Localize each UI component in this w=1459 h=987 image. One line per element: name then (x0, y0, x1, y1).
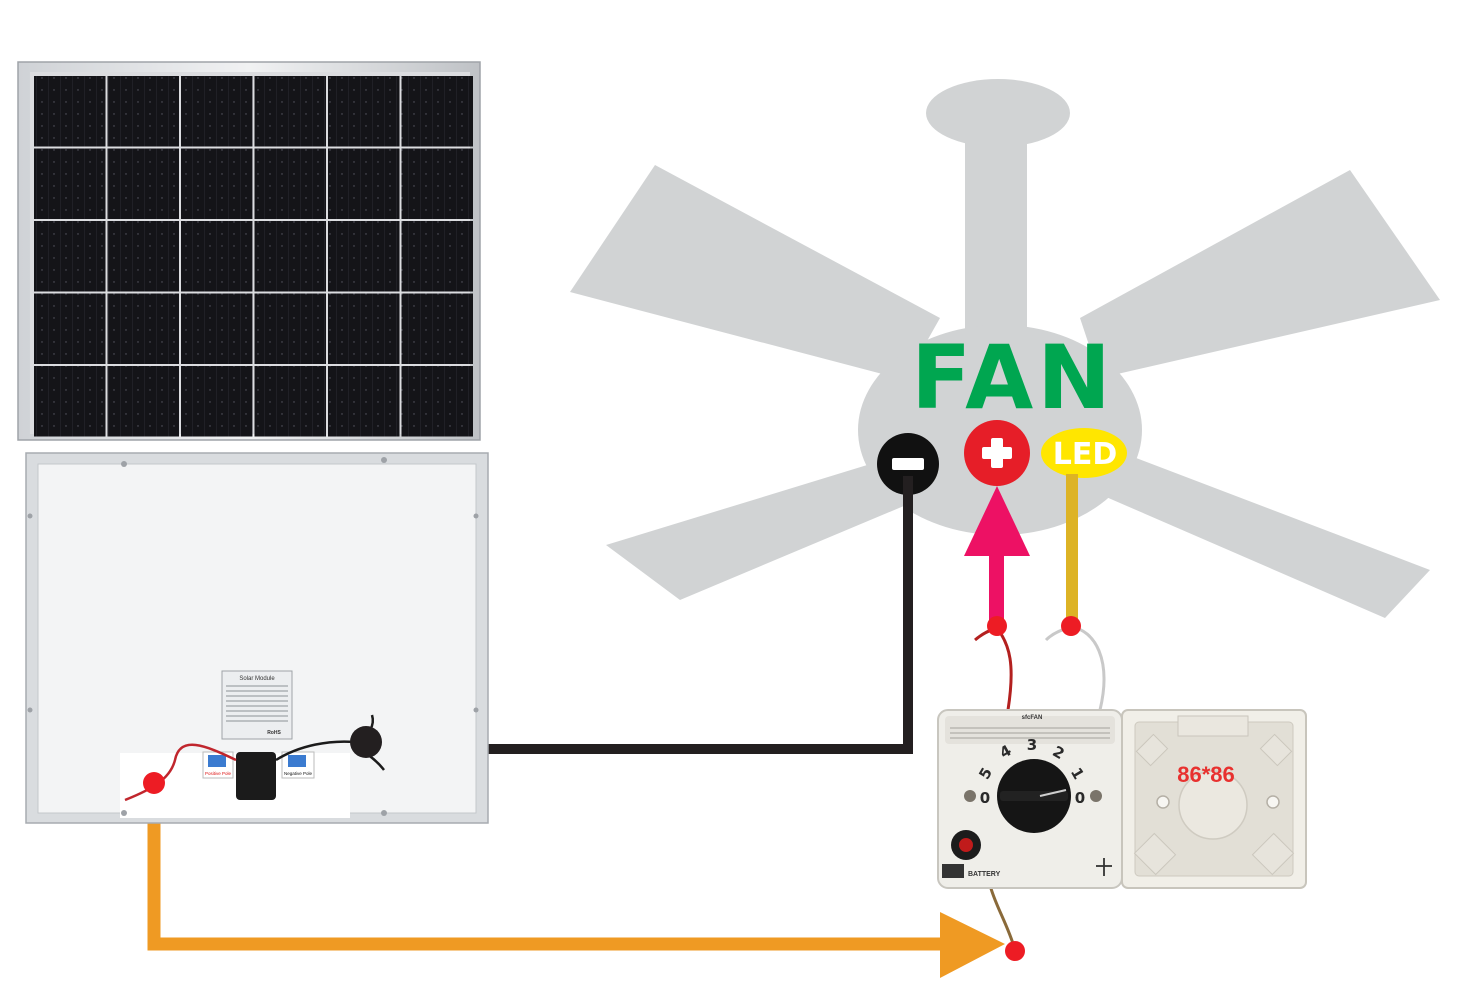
junction-box (236, 752, 276, 800)
fan-blade-top-right (1080, 170, 1440, 378)
controller-brand: sfcFAN (1022, 715, 1043, 721)
solar-cell (34, 148, 106, 219)
solar-cell (328, 366, 400, 437)
controller-input-junction (1005, 941, 1025, 961)
solar-cell (254, 76, 326, 147)
fan-canopy (926, 79, 1070, 147)
solar-cell (107, 293, 179, 364)
spec-label: Solar Module RoHS (221, 670, 293, 740)
battery-positive-wire (147, 785, 1005, 978)
solar-cell (328, 293, 400, 364)
solar-cell (328, 76, 400, 147)
solar-cell (107, 366, 179, 437)
positive-pole-text: Positive Pole (205, 771, 232, 776)
solar-cell (401, 366, 473, 437)
negative-pole-text: Negative Pole (284, 771, 313, 776)
battery-label: BATTERY (968, 871, 1001, 878)
solar-cell (401, 221, 473, 292)
solar-panel-back: Solar Module RoHS Positive Pole Negative… (25, 452, 489, 824)
negative-terminal (877, 433, 939, 495)
fan-icon (1096, 858, 1112, 876)
solar-cell (181, 76, 253, 147)
solar-cell (34, 76, 106, 147)
fan-label: FAN (911, 326, 1115, 429)
positive-wire-arrow (964, 486, 1030, 629)
power-switch[interactable] (951, 830, 981, 860)
fan-blade-bottom-left (606, 455, 930, 600)
speed-knob[interactable] (997, 759, 1071, 833)
plus-icon (982, 438, 1012, 468)
solar-cell (181, 366, 253, 437)
led-label: LED (1053, 437, 1118, 472)
led-wire (1066, 474, 1078, 628)
solar-cell (107, 221, 179, 292)
positive-pole-tag: Positive Pole (202, 751, 234, 779)
solar-cell (34, 366, 106, 437)
negative-wire (366, 476, 913, 754)
positive-wire-junction (987, 616, 1007, 636)
fan-blade-bottom-right (1090, 448, 1430, 618)
solar-cell (328, 221, 400, 292)
solar-cell (34, 221, 106, 292)
led-terminal: LED (1041, 428, 1127, 478)
solar-cell (107, 76, 179, 147)
solar-cell (254, 366, 326, 437)
solar-panel-front (17, 61, 481, 441)
minus-icon (892, 458, 924, 470)
solar-cell (254, 221, 326, 292)
speed-mark: 3 (1027, 736, 1037, 754)
wall-box-86: 86*86 (1121, 709, 1307, 889)
negative-pole-tag: Negative Pole (281, 751, 315, 779)
battery-icon (942, 864, 964, 878)
fan-blade-top-left (570, 165, 940, 380)
solar-cell (401, 293, 473, 364)
solar-cell (181, 293, 253, 364)
spec-label-title: Solar Module (239, 676, 275, 682)
solar-cell (401, 148, 473, 219)
solar-cell (254, 293, 326, 364)
speed-mark: 0 (980, 789, 990, 807)
led-wire-junction (1061, 616, 1081, 636)
mounting-holes (27, 457, 479, 816)
vent-lines (950, 727, 1110, 739)
negative-wire-junction (350, 726, 382, 758)
battery-wire-junction (143, 772, 165, 794)
solar-cell (181, 221, 253, 292)
solar-cell (34, 293, 106, 364)
solar-cell (181, 148, 253, 219)
solar-cell (328, 148, 400, 219)
rohs-mark: RoHS (267, 730, 281, 736)
fan-downrod (965, 140, 1027, 355)
speed-mark: 0 (1075, 789, 1085, 807)
solar-cell (107, 148, 179, 219)
solar-cell (401, 76, 473, 147)
controller-red-lead (995, 627, 1013, 711)
positive-terminal (964, 420, 1030, 486)
box-size-label: 86*86 (1177, 762, 1235, 787)
controller-white-lead (1070, 625, 1106, 711)
solar-cell (254, 148, 326, 219)
